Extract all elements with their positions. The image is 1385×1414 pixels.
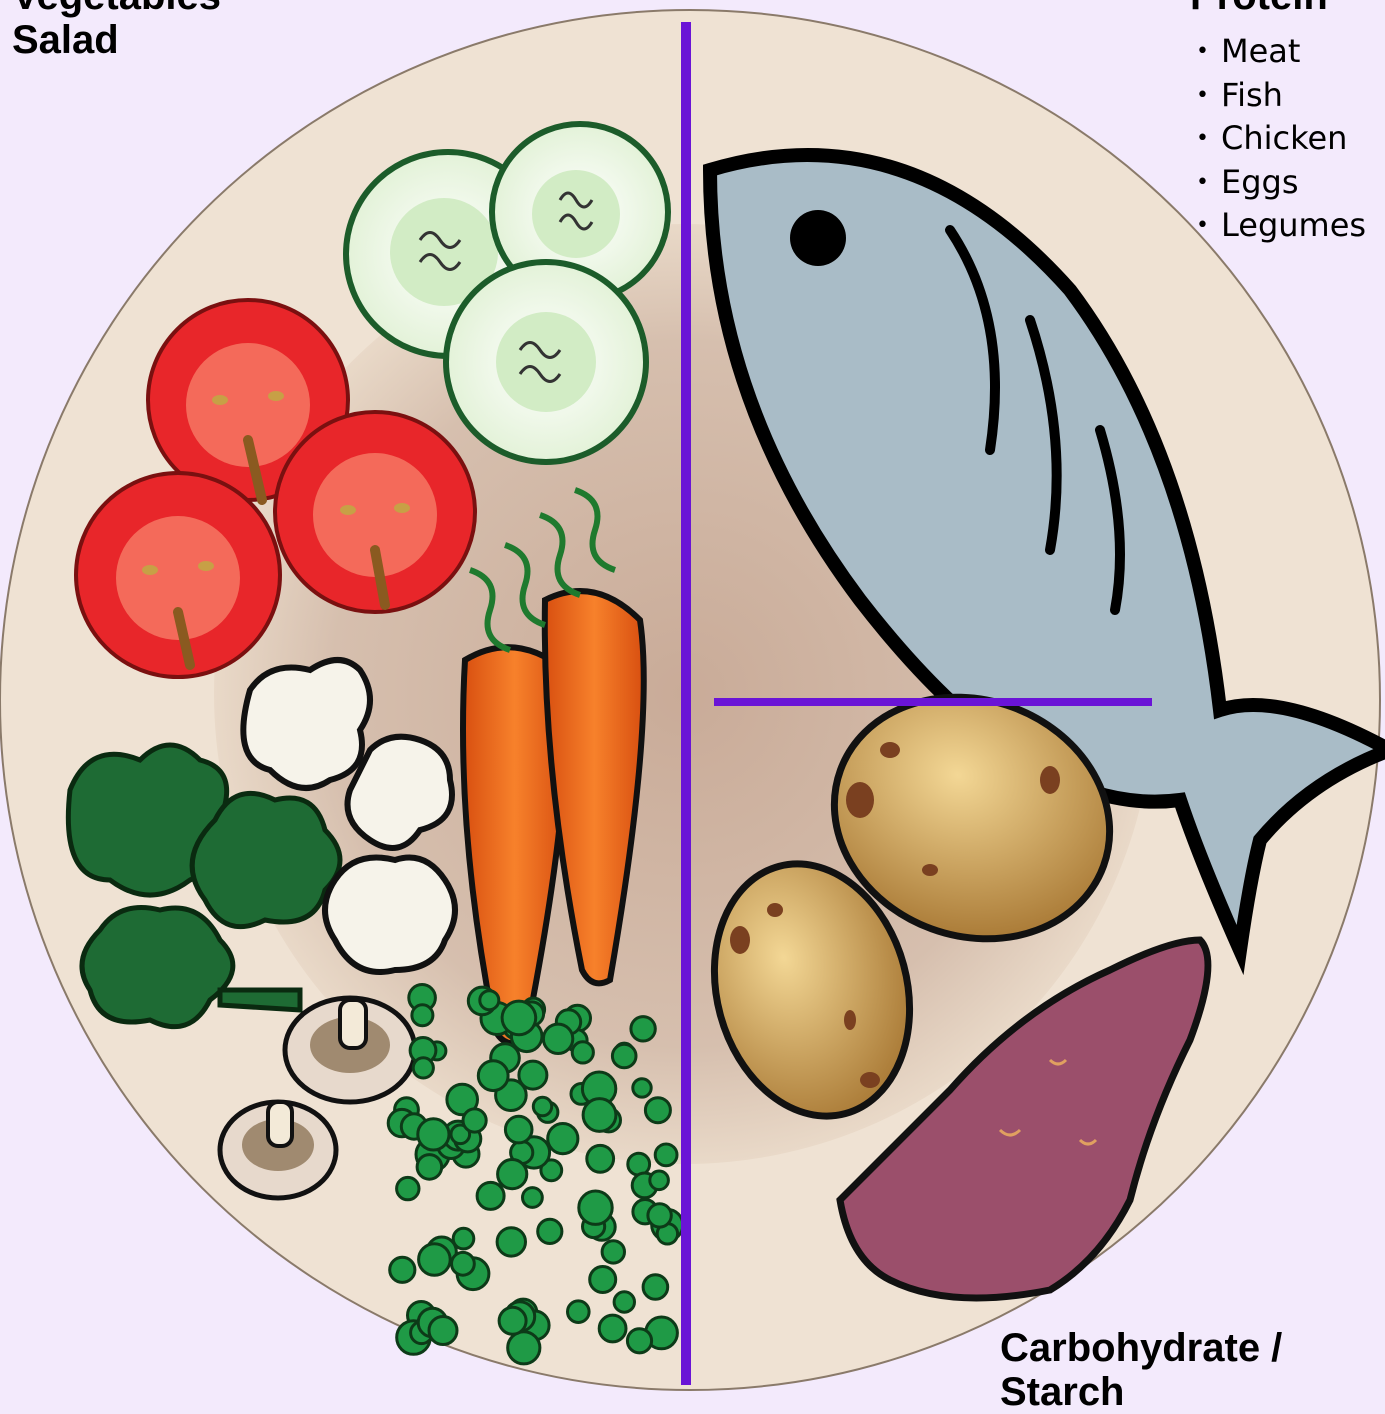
- protein-label: Protein: [1190, 0, 1328, 18]
- protein-item: Eggs: [1196, 161, 1366, 205]
- pea: [590, 1267, 616, 1293]
- pea: [413, 1058, 433, 1078]
- carb-label-line2: Starch: [1000, 1370, 1282, 1414]
- pea: [452, 1252, 475, 1275]
- pea: [612, 1044, 636, 1068]
- pea: [648, 1204, 671, 1227]
- pea: [480, 991, 499, 1010]
- pea: [587, 1145, 614, 1172]
- pea: [655, 1144, 677, 1166]
- pea: [418, 1119, 449, 1150]
- pea: [505, 1116, 532, 1143]
- carbohydrate-starch-label: Carbohydrate / Starch: [1000, 1326, 1282, 1414]
- pea: [499, 1307, 526, 1334]
- pea: [643, 1275, 668, 1300]
- carb-label-line1: Carbohydrate /: [1000, 1326, 1282, 1370]
- pea: [502, 1001, 536, 1035]
- pea: [429, 1317, 457, 1345]
- pea: [397, 1177, 419, 1199]
- pea: [583, 1099, 616, 1132]
- pea: [650, 1171, 669, 1190]
- protein-item: Fish: [1196, 74, 1366, 118]
- vegetables-salad-label: Vegetables Salad: [12, 0, 221, 62]
- pea: [614, 1292, 634, 1312]
- vegetables-label-line1: Vegetables: [12, 0, 221, 18]
- vegetables-label-line2: Salad: [12, 18, 221, 62]
- pea: [478, 1061, 508, 1091]
- pea: [599, 1315, 626, 1342]
- pea: [519, 1061, 547, 1089]
- pea: [497, 1228, 525, 1256]
- pea: [508, 1332, 540, 1364]
- pea: [412, 1005, 433, 1026]
- pea: [579, 1191, 612, 1224]
- pea: [568, 1301, 590, 1323]
- pea: [631, 1017, 655, 1041]
- pea: [645, 1098, 670, 1123]
- protein-list: Meat Fish Chicken Eggs Legumes: [1196, 30, 1366, 248]
- pea: [533, 1097, 551, 1115]
- pea: [523, 1188, 543, 1208]
- pea: [498, 1160, 527, 1189]
- protein-item: Legumes: [1196, 204, 1366, 248]
- pea: [463, 1109, 486, 1132]
- pea: [390, 1257, 415, 1282]
- pea: [548, 1124, 578, 1154]
- protein-item: Chicken: [1196, 117, 1366, 161]
- protein-item: Meat: [1196, 30, 1366, 74]
- pea: [419, 1244, 451, 1276]
- pea: [633, 1079, 651, 1097]
- pea: [477, 1182, 504, 1209]
- pea: [543, 1024, 572, 1053]
- pea: [627, 1329, 651, 1353]
- pea: [602, 1241, 624, 1263]
- pea: [572, 1042, 593, 1063]
- pea: [538, 1219, 562, 1243]
- pea: [417, 1155, 442, 1180]
